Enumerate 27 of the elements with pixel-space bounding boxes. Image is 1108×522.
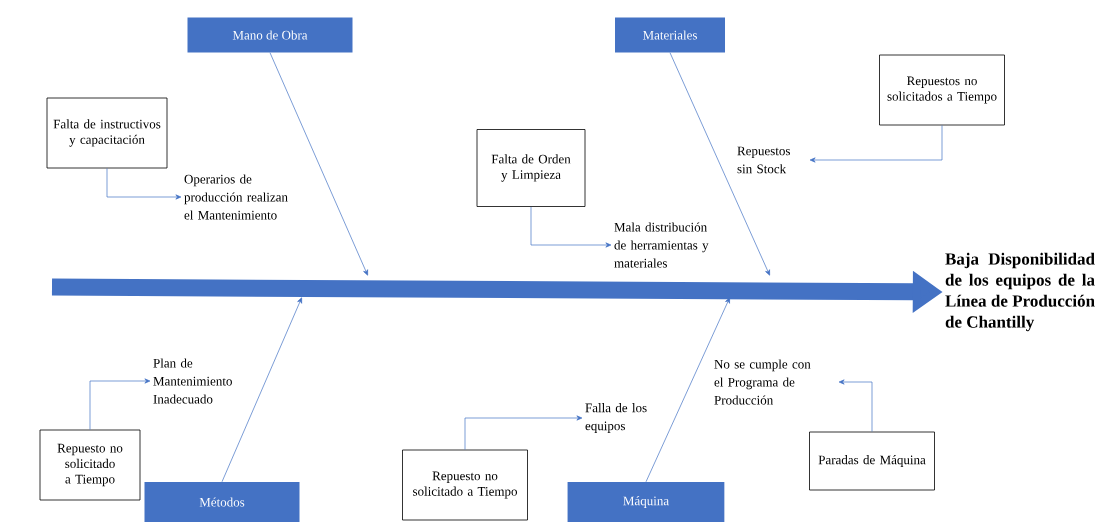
elbow-arrow [809, 125, 943, 163]
category-box: Máquina [567, 482, 725, 522]
cause-text: No se cumple con el Programa de Producción [714, 359, 811, 405]
cause-box: Paradas de Máquina [809, 431, 935, 491]
elbow-arrow [89, 378, 151, 430]
cause-box: Falta de instructivos y capacitación [46, 97, 168, 169]
elbow-arrow [464, 415, 583, 450]
effect-text: Baja Disponibilidad de los equipos de la Línea de Producción de Chantilly [945, 252, 1095, 332]
category-box: Materiales [615, 17, 725, 53]
elbow-arrow [106, 168, 182, 200]
elbow-arrow [530, 206, 612, 248]
cause-text: Plan de Mantenimiento Inadecuado [153, 358, 232, 404]
bone-arrow [269, 52, 368, 276]
cause-box: Repuesto no solicitado a Tiempo [402, 449, 528, 521]
cause-box: Repuestos no solicitados a Tiempo [879, 54, 1005, 126]
bone-arrow [645, 297, 730, 483]
bone-arrow [669, 52, 770, 276]
cause-text: Mala distribución de herramientas y materiales [614, 222, 709, 268]
cause-box: Repuesto no solicitado a Tiempo [39, 429, 141, 501]
category-box: Métodos [144, 482, 300, 522]
cause-text: Operarios de producción realizan el Mantenimiento [184, 174, 288, 220]
elbow-arrow [838, 379, 873, 432]
cause-text: Repuestos sin Stock [737, 146, 790, 174]
category-box: Mano de Obra [187, 17, 353, 53]
cause-text: Falla de los equipos [585, 403, 647, 433]
cause-box: Falta de Orden y Limpieza [476, 129, 586, 207]
bone-arrow [221, 297, 302, 483]
